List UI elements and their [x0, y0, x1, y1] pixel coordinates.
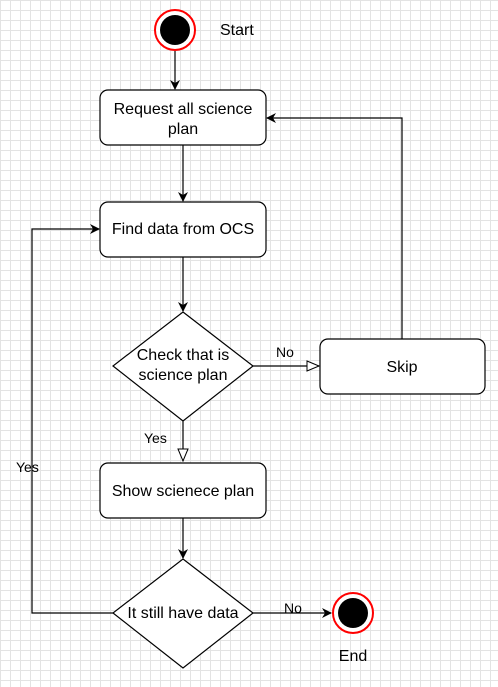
- request-node-line1: Request all science: [114, 101, 253, 118]
- edge-still-no-label: No: [284, 600, 302, 616]
- show-node-label: Show scienece plan: [112, 483, 254, 500]
- end-label: End: [339, 648, 367, 665]
- end-node: [332, 592, 374, 634]
- find-node-label: Find data from OCS: [112, 221, 254, 238]
- edge-skip-to-request: [266, 113, 403, 339]
- edge-still-to-find: [31, 224, 113, 614]
- check-decision-line1: Check that is: [137, 347, 229, 364]
- edge-check-no-label: No: [276, 344, 294, 360]
- start-node: [154, 9, 196, 51]
- check-decision-line2: science plan: [139, 367, 228, 384]
- still-have-data-decision: [112, 558, 254, 669]
- start-label: Start: [220, 22, 254, 39]
- edge-check-yes-label: Yes: [144, 430, 167, 446]
- edge-still-yes-label: Yes: [16, 459, 39, 475]
- request-node-line2: plan: [168, 121, 198, 138]
- skip-node-label: Skip: [386, 359, 417, 376]
- still-decision-label: It still have data: [127, 605, 238, 622]
